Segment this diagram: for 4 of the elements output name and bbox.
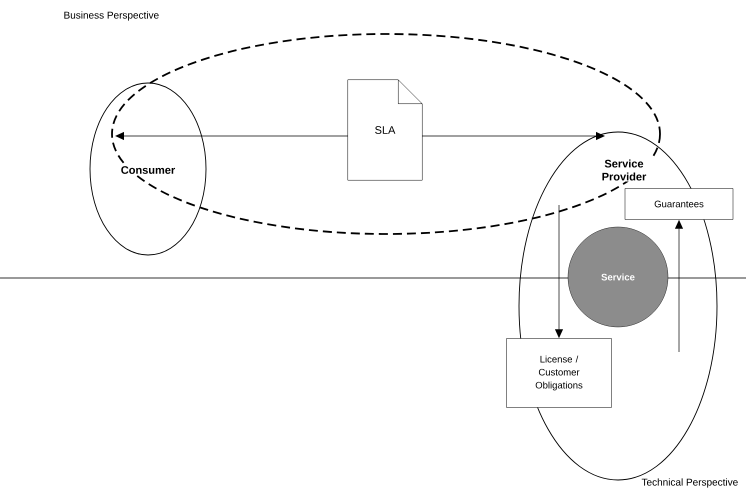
perspective-label: Business Perspective — [64, 11, 159, 21]
perspective-label: Technical Perspective — [642, 478, 738, 488]
text-box: Guarantees — [624, 188, 734, 220]
text-box: License / Customer Obligations — [506, 338, 612, 408]
